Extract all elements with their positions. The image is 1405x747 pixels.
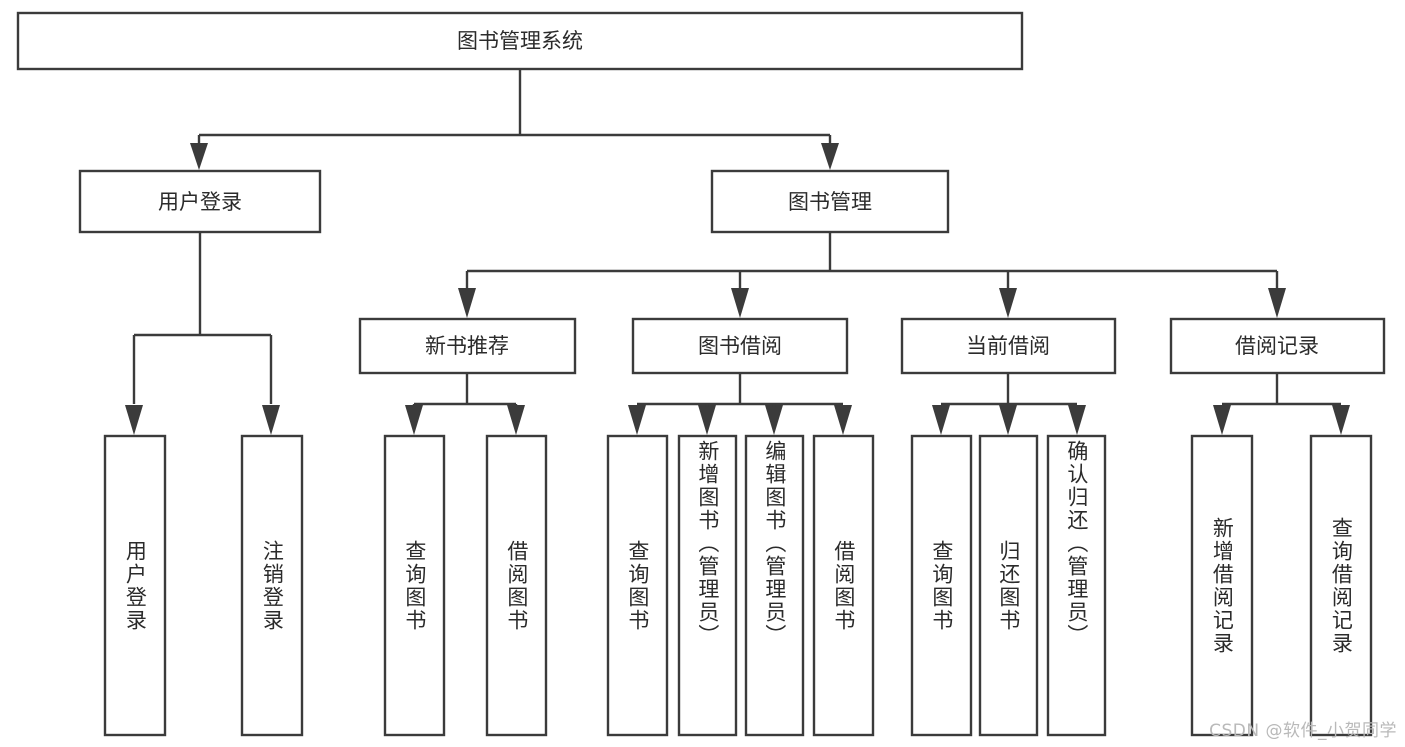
arrow-current-borrow <box>999 288 1017 318</box>
arrow-ul-leaf1 <box>125 405 143 435</box>
arrow-nbr-leaf2 <box>507 405 525 435</box>
node-root[interactable]: 图书管理系统 <box>16 11 1024 71</box>
leaf-box-bb-2[interactable] <box>677 434 738 737</box>
node-book-management[interactable]: 图书管理 <box>710 169 950 234</box>
node-borrow-record[interactable]: 借阅记录 <box>1169 317 1386 375</box>
arrow-bb-leaf3 <box>765 405 783 435</box>
arrow-cb-leaf3 <box>1068 405 1086 435</box>
arrow-book-borrow <box>731 288 749 318</box>
leaf-box-cb-1[interactable] <box>910 434 973 737</box>
arrow-bb-leaf1 <box>628 405 646 435</box>
arrow-ul-leaf2 <box>262 405 280 435</box>
arrow-new-book <box>458 288 476 318</box>
node-user-login[interactable]: 用户登录 <box>78 169 322 234</box>
leaf-box-bb-4[interactable] <box>812 434 875 737</box>
book-borrow-box[interactable] <box>631 317 849 375</box>
new-book-recommend-box[interactable] <box>358 317 577 375</box>
arrow-bb-leaf4 <box>834 405 852 435</box>
leaf-box-cb-2[interactable] <box>978 434 1039 737</box>
leaf-box-br-2[interactable] <box>1309 434 1373 737</box>
watermark-text: CSDN @软件_小贺同学 <box>1209 721 1397 741</box>
leaf-box-bb-3[interactable] <box>744 434 805 737</box>
current-borrow-label: 当前借阅 <box>966 334 1050 358</box>
node-current-borrow[interactable]: 当前借阅 <box>900 317 1117 375</box>
arrow-br-leaf2 <box>1332 405 1350 435</box>
book-management-box[interactable] <box>710 169 950 234</box>
arrow-bb-leaf2 <box>698 405 716 435</box>
leaf-box-cb-3[interactable] <box>1046 434 1107 737</box>
arrow-book-mgmt <box>821 143 839 170</box>
borrow-record-box[interactable] <box>1169 317 1386 375</box>
leaf-box-nbr-1[interactable] <box>383 434 446 737</box>
book-borrow-label: 图书借阅 <box>698 334 782 358</box>
leaf-box-ul-2[interactable] <box>240 434 304 737</box>
current-borrow-box[interactable] <box>900 317 1117 375</box>
leaf-box-bb-1[interactable] <box>606 434 669 737</box>
book-management-label: 图书管理 <box>788 190 872 214</box>
leaf-box-nbr-2[interactable] <box>485 434 548 737</box>
borrow-record-label: 借阅记录 <box>1235 334 1319 358</box>
root-label: 图书管理系统 <box>457 29 583 53</box>
arrow-cb-leaf2 <box>999 405 1017 435</box>
arrow-user-login <box>190 143 208 170</box>
leaf-box-br-1[interactable] <box>1190 434 1254 737</box>
arrow-br-leaf1 <box>1213 405 1231 435</box>
arrow-nbr-leaf1 <box>405 405 423 435</box>
node-new-book-recommend[interactable]: 新书推荐 <box>358 317 577 375</box>
root-box[interactable] <box>16 11 1024 71</box>
user-login-label: 用户登录 <box>158 190 242 214</box>
new-book-recommend-label: 新书推荐 <box>425 334 509 358</box>
node-book-borrow[interactable]: 图书借阅 <box>631 317 849 375</box>
arrow-cb-leaf1 <box>932 405 950 435</box>
arrow-borrow-record <box>1268 288 1286 318</box>
leaf-box-ul-1[interactable] <box>103 434 167 737</box>
